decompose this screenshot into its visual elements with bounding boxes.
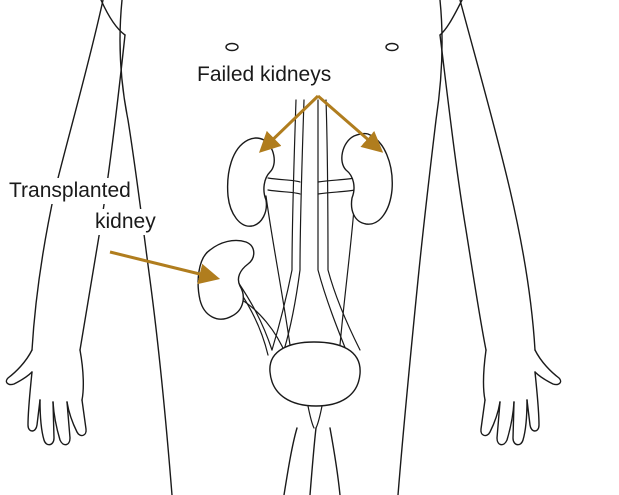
left-native-kidney	[228, 138, 275, 226]
failed-kidneys-label: Failed kidneys	[196, 62, 332, 88]
transplanted-kidney	[198, 240, 254, 319]
transplanted-kidney-label-line2: kidney	[94, 209, 157, 235]
left-nipple	[226, 44, 238, 51]
right-nipple	[386, 44, 398, 51]
arrow-to-left-failed-kidney	[262, 96, 318, 150]
bladder	[270, 342, 360, 406]
transplanted-kidney-label-line1: Transplanted	[8, 178, 132, 204]
urethra	[308, 406, 322, 428]
